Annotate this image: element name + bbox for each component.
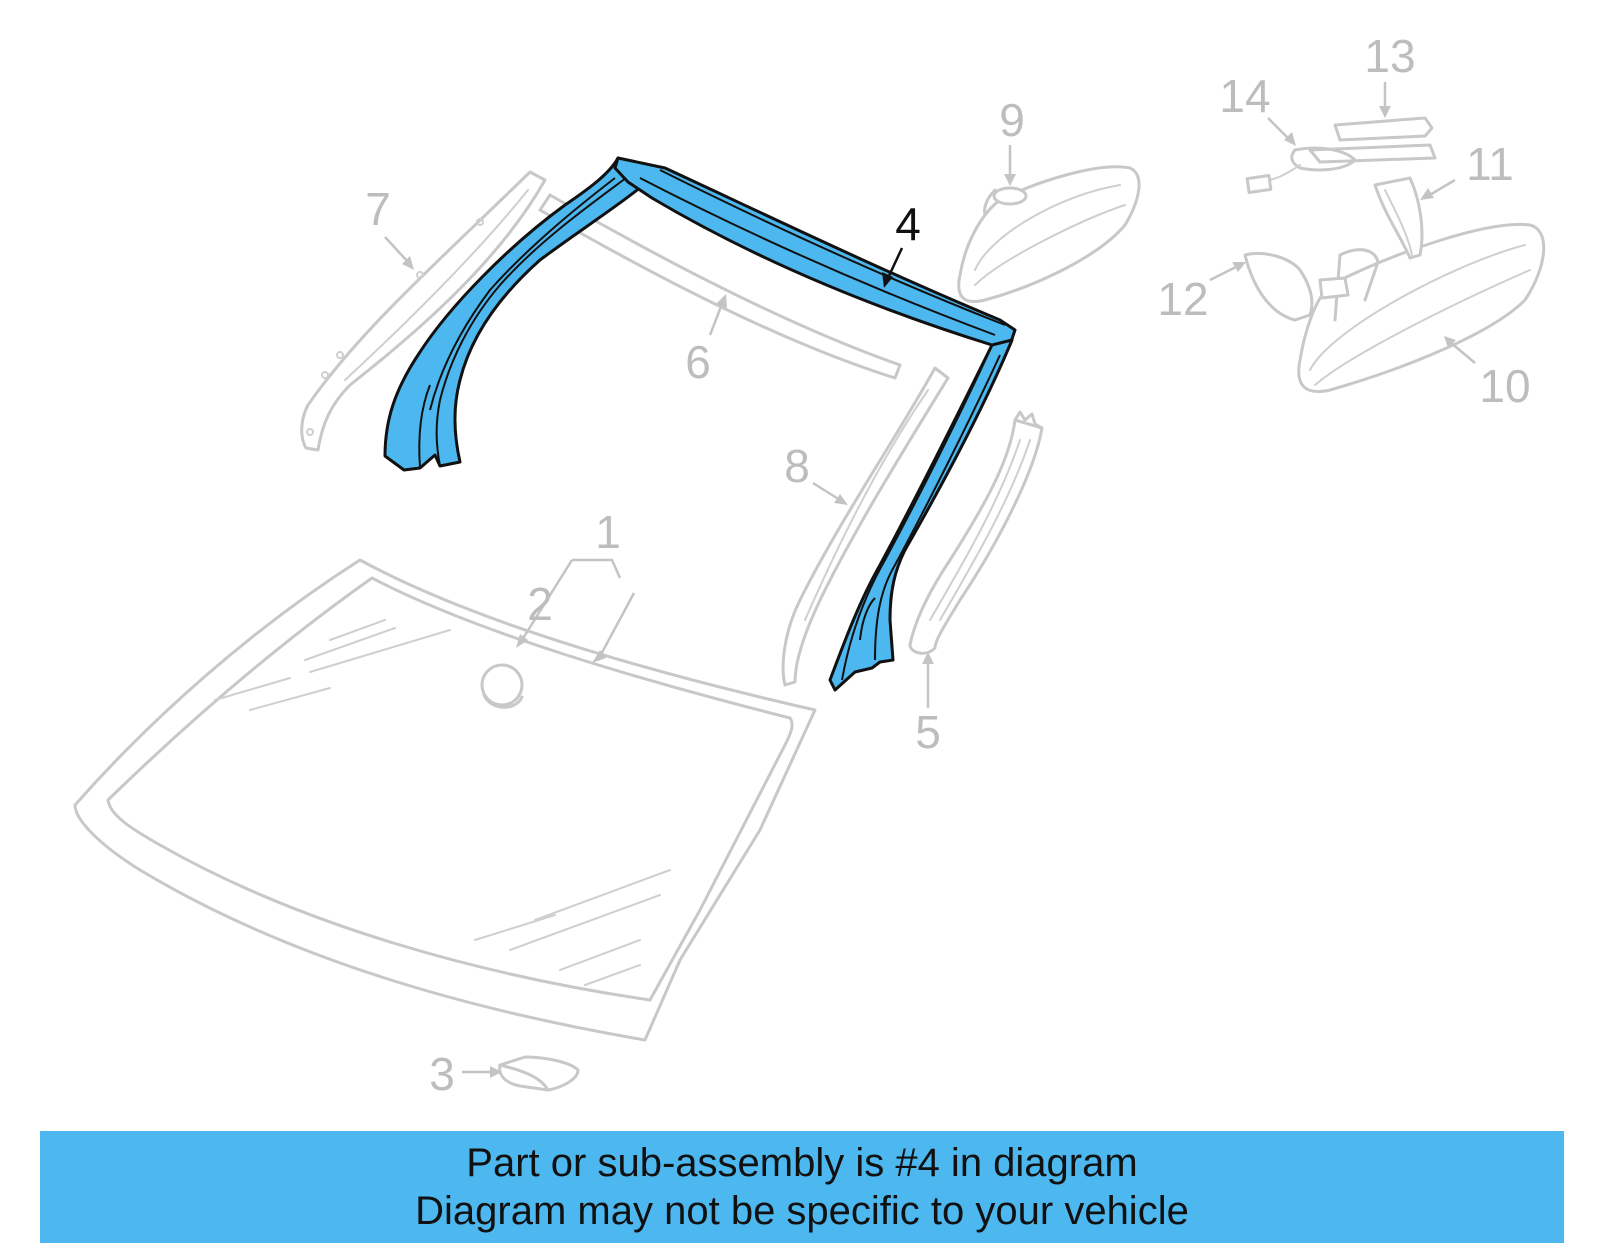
roof-molding-part-6 (538, 193, 902, 380)
callout-10: 10 (1479, 360, 1530, 412)
info-banner: Part or sub-assembly is #4 in diagram Di… (40, 1131, 1564, 1243)
cover-part-12 (1243, 252, 1350, 322)
weatherstrip-part-4 (383, 156, 1017, 692)
callout-11: 11 (1466, 138, 1514, 190)
callout-4: 4 (895, 198, 921, 250)
mirror-assembly-part-10 (1297, 222, 1546, 394)
callout-7: 7 (365, 183, 391, 235)
callout-1: 1 (595, 506, 621, 558)
banner-line-part-number: Part or sub-assembly is #4 in diagram (466, 1141, 1138, 1185)
callout-labels: 1 2 3 4 5 6 7 8 9 10 11 12 13 14 (365, 30, 1530, 1100)
sensor-part-13 (1308, 116, 1437, 164)
callout-9: 9 (999, 94, 1025, 146)
callout-13: 13 (1364, 30, 1415, 82)
pillar-trim-part-7 (300, 170, 547, 452)
callout-12: 12 (1157, 273, 1208, 325)
callout-8: 8 (784, 440, 810, 492)
pillar-garnish-part-5 (908, 410, 1044, 655)
mirror-cover-part-11 (1373, 176, 1424, 260)
side-molding-part-8 (781, 366, 950, 687)
callout-5: 5 (915, 706, 941, 758)
rear-view-mirror-part-9 (957, 165, 1141, 303)
windshield-part-1 (73, 558, 817, 1042)
leader-lines (384, 82, 1476, 1078)
banner-line-disclaimer: Diagram may not be specific to your vehi… (415, 1189, 1189, 1233)
callout-6: 6 (685, 336, 711, 388)
callout-2: 2 (527, 578, 553, 630)
callout-3: 3 (429, 1048, 455, 1100)
callout-14: 14 (1219, 70, 1270, 122)
mirror-button-part-2 (480, 663, 524, 709)
block-part-3 (498, 1055, 580, 1092)
harness-part-14 (1245, 146, 1357, 194)
